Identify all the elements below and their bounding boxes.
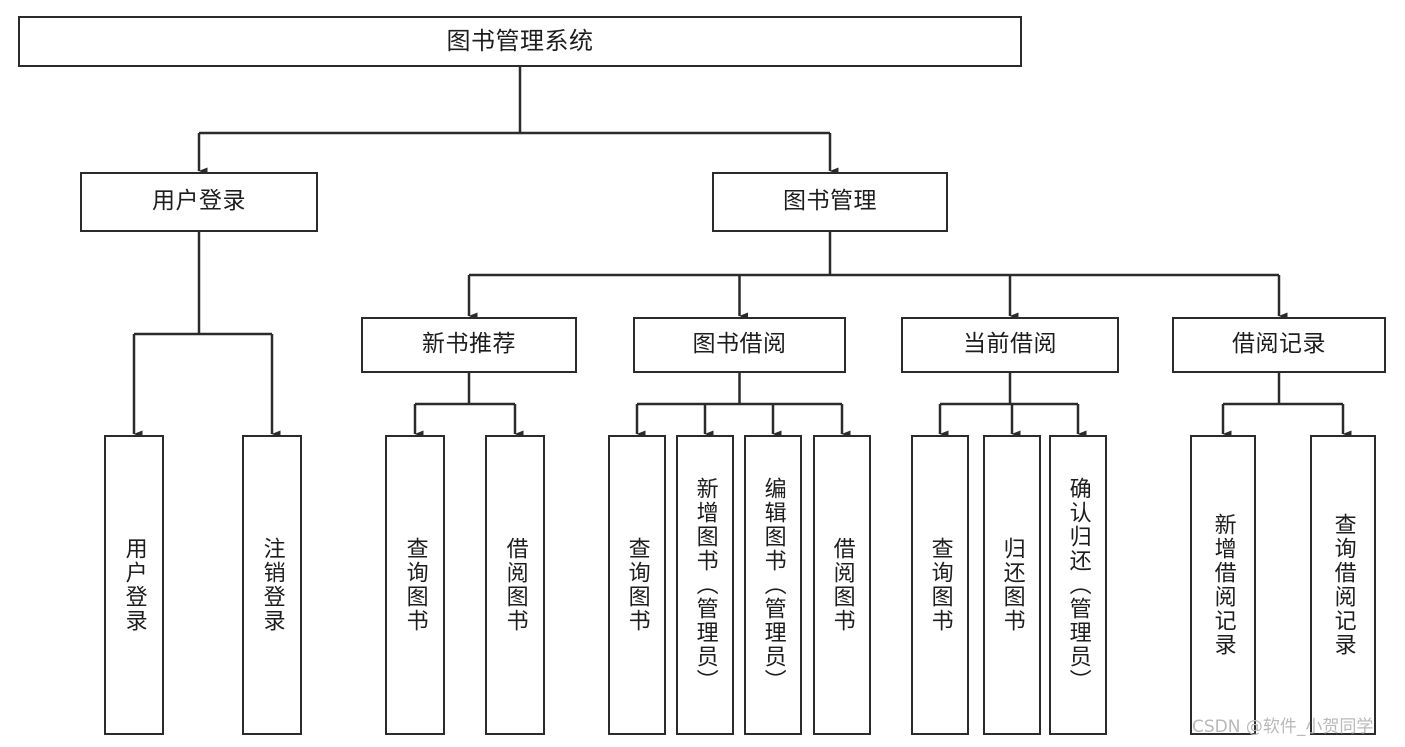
node-label-leaf-edit-book: 编辑图书（管理员） bbox=[760, 477, 786, 693]
node-label-leaf-user-login: 用户登录 bbox=[121, 537, 147, 633]
node-leaf-query-book-2: 查询图书 bbox=[608, 435, 666, 735]
node-leaf-query-book-3: 查询图书 bbox=[911, 435, 969, 735]
node-records: 借阅记录 bbox=[1172, 317, 1386, 373]
node-label-leaf-confirm-return: 确认归还（管理员） bbox=[1065, 477, 1091, 693]
node-leaf-add-record: 新增借阅记录 bbox=[1190, 435, 1256, 735]
node-label-newbook: 新书推荐 bbox=[422, 331, 516, 358]
csdn-watermark: CSDN @软件_小贺同学 bbox=[1192, 717, 1374, 737]
node-label-leaf-query-record: 查询借阅记录 bbox=[1330, 513, 1356, 657]
node-label-leaf-query-book-1: 查询图书 bbox=[402, 537, 428, 633]
node-label-leaf-query-book-3: 查询图书 bbox=[927, 537, 953, 633]
node-label-root: 图书管理系统 bbox=[446, 27, 594, 56]
node-label-login: 用户登录 bbox=[152, 188, 246, 215]
node-newbook: 新书推荐 bbox=[361, 317, 577, 373]
node-leaf-edit-book: 编辑图书（管理员） bbox=[744, 435, 802, 735]
node-label-leaf-borrow-book-2: 借阅图书 bbox=[829, 537, 855, 633]
node-label-current: 当前借阅 bbox=[963, 331, 1057, 358]
node-leaf-add-book: 新增图书（管理员） bbox=[676, 435, 734, 735]
node-leaf-logout: 注销登录 bbox=[242, 435, 302, 735]
node-leaf-user-login: 用户登录 bbox=[104, 435, 164, 735]
node-label-bookmgmt: 图书管理 bbox=[783, 188, 877, 215]
node-borrow: 图书借阅 bbox=[633, 317, 846, 373]
node-leaf-return-book: 归还图书 bbox=[983, 435, 1041, 735]
node-label-borrow: 图书借阅 bbox=[692, 331, 787, 358]
edge-group bbox=[132, 67, 1352, 438]
node-label-leaf-query-book-2: 查询图书 bbox=[624, 537, 650, 633]
node-current: 当前借阅 bbox=[901, 317, 1119, 373]
node-leaf-confirm-return: 确认归还（管理员） bbox=[1049, 435, 1107, 735]
node-root: 图书管理系统 bbox=[18, 16, 1022, 67]
node-label-leaf-borrow-book-1: 借阅图书 bbox=[502, 537, 528, 633]
node-label-leaf-logout: 注销登录 bbox=[259, 537, 285, 633]
node-label-leaf-return-book: 归还图书 bbox=[999, 537, 1025, 633]
node-label-leaf-add-record: 新增借阅记录 bbox=[1210, 513, 1236, 657]
node-label-records: 借阅记录 bbox=[1232, 331, 1326, 358]
node-leaf-query-record: 查询借阅记录 bbox=[1310, 435, 1376, 735]
node-bookmgmt: 图书管理 bbox=[712, 172, 948, 232]
node-label-leaf-add-book: 新增图书（管理员） bbox=[692, 477, 718, 693]
node-login: 用户登录 bbox=[80, 172, 318, 232]
node-leaf-query-book-1: 查询图书 bbox=[385, 435, 445, 735]
node-leaf-borrow-book-2: 借阅图书 bbox=[813, 435, 871, 735]
node-leaf-borrow-book-1: 借阅图书 bbox=[485, 435, 545, 735]
